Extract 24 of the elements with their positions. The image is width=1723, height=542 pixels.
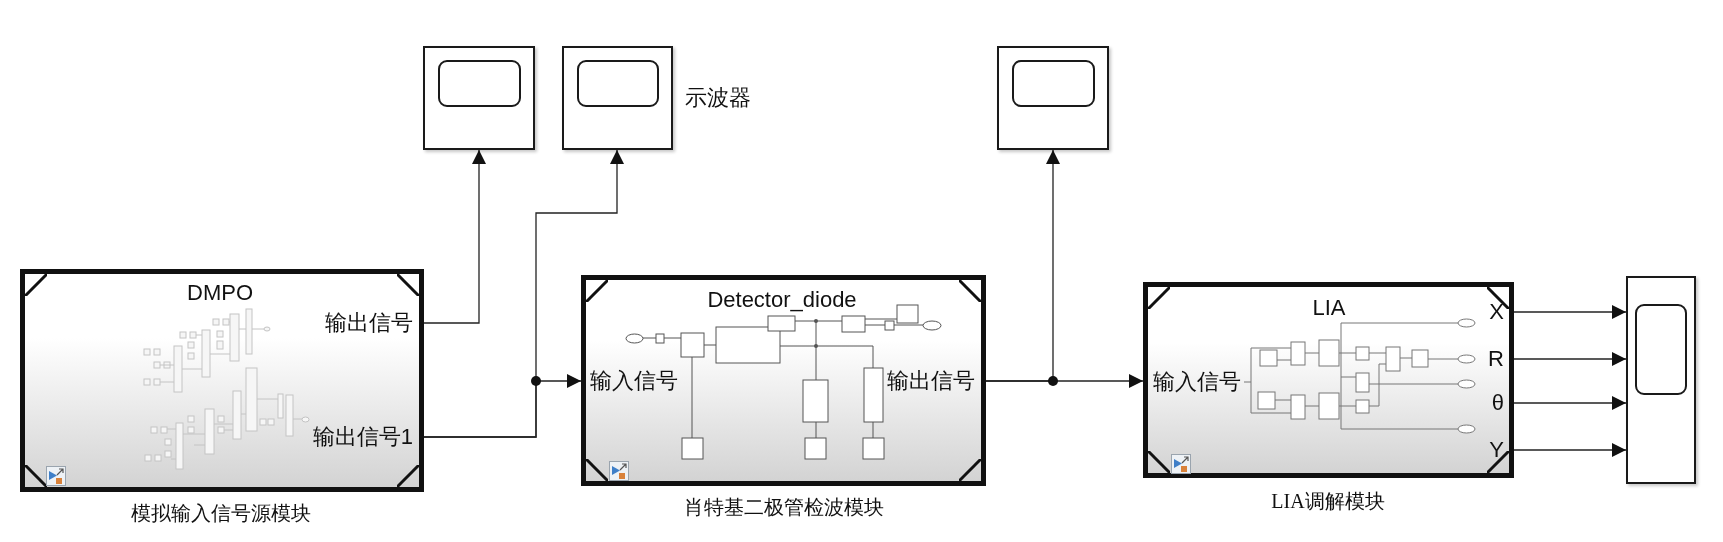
arrow <box>1513 396 1627 410</box>
arrow <box>1513 352 1627 366</box>
block-title: LIA <box>1312 295 1346 321</box>
block-caption: LIA调解模块 <box>1271 489 1385 513</box>
port-label: X <box>1489 299 1504 325</box>
scope-block <box>423 46 535 150</box>
arrow <box>985 149 1060 382</box>
port-label: θ <box>1491 390 1504 416</box>
port-label: 输出信号1 <box>312 424 413 450</box>
scope-block <box>1626 276 1696 484</box>
scope-block <box>997 46 1109 150</box>
arrow <box>423 374 582 438</box>
scope-label: 示波器 <box>685 85 751 111</box>
port-label: 输出信号 <box>325 310 413 336</box>
arrow <box>1513 305 1627 319</box>
block-caption: 肖特基二极管检波模块 <box>684 495 884 519</box>
port-label: Y <box>1489 437 1504 463</box>
block-title: DMPO <box>187 280 253 306</box>
scope-block <box>562 46 673 150</box>
port-label: R <box>1488 346 1504 372</box>
block-caption: 模拟输入信号源模块 <box>131 501 311 525</box>
port-label: 输入信号 <box>1153 369 1241 395</box>
arrow <box>1513 443 1627 457</box>
arrow <box>423 149 486 324</box>
